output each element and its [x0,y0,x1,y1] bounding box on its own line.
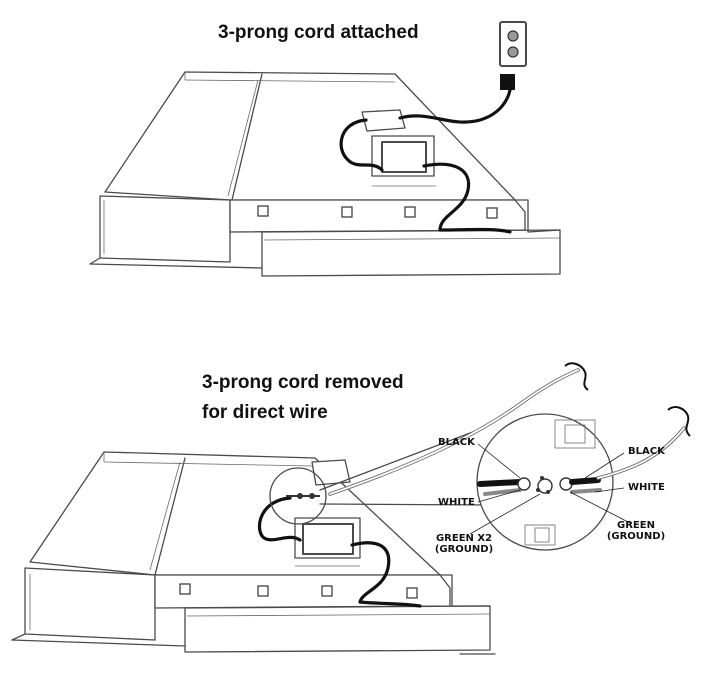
plug-icon [500,74,515,90]
caption-cord-removed: 3-prong cord removed [202,372,404,393]
range-hood-bottom [11,362,691,655]
label-green-left: GREEN X2 (GROUND) [428,533,500,555]
label-green-right-line1: GREEN [617,520,655,531]
range-hood-top [89,21,561,277]
label-white-left: WHITE [438,497,475,508]
label-white-right: WHITE [628,482,665,493]
label-green-right-line2: (GROUND) [606,531,666,542]
wall-outlet-icon [499,21,527,67]
label-green-left-line1: GREEN X2 [435,533,493,544]
magnified-connection-detail [476,413,614,551]
caption-direct-wire: for direct wire [202,402,328,423]
caption-cord-attached: 3-prong cord attached [218,22,419,43]
label-black-right: BLACK [628,446,665,457]
label-black-left: BLACK [438,437,475,448]
label-green-left-line2: (GROUND) [434,544,494,555]
label-green-right: GREEN (GROUND) [602,520,670,542]
